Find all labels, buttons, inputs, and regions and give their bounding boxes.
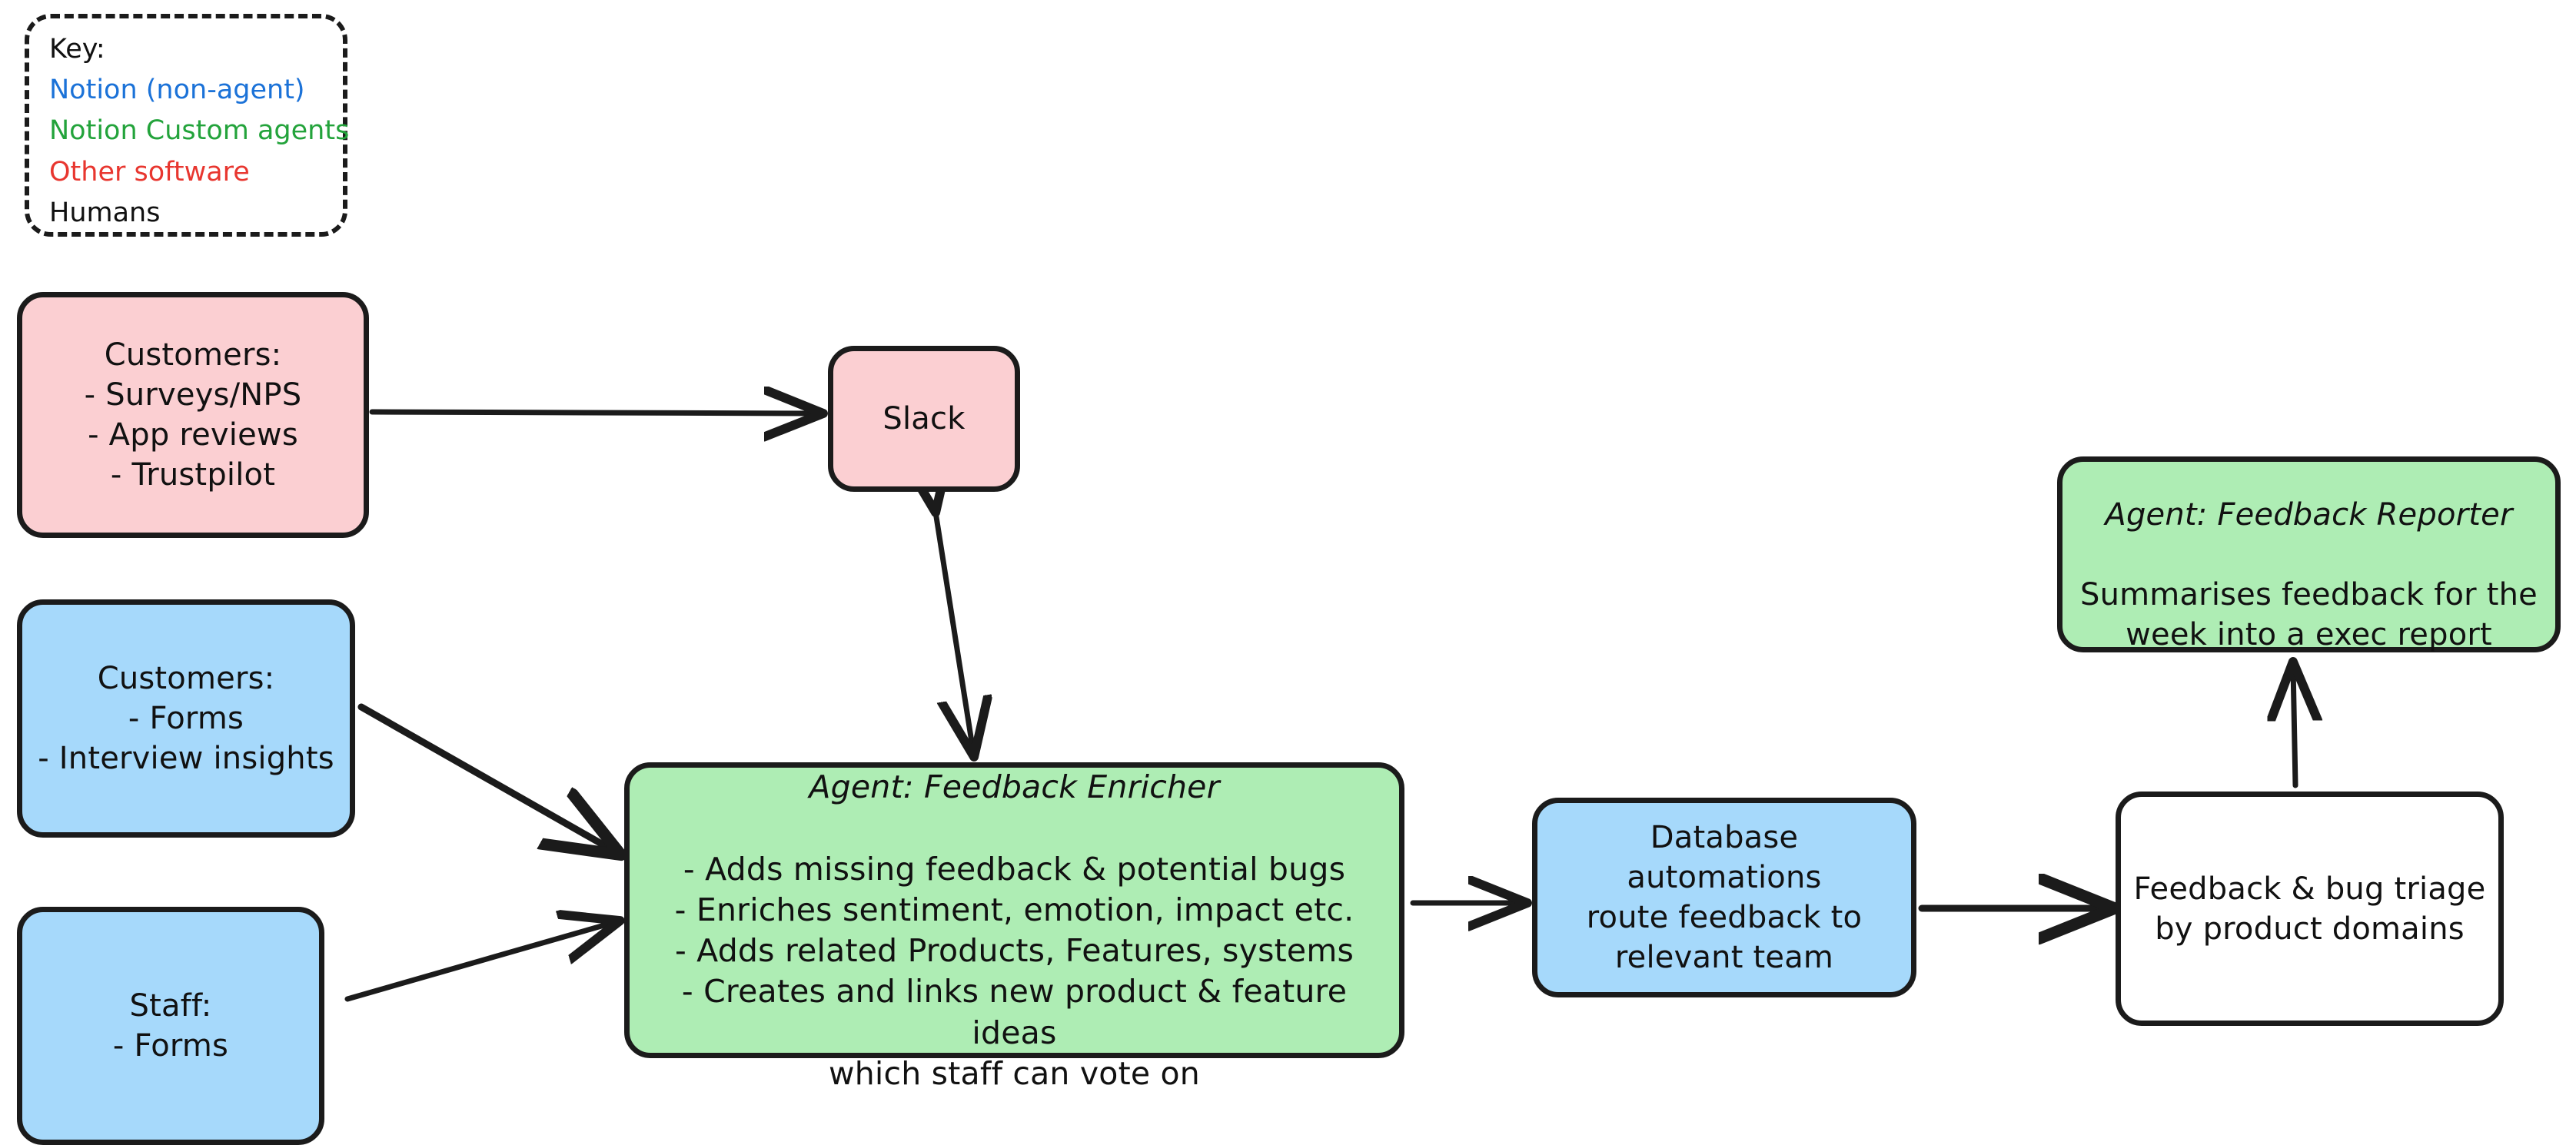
node-customers-forms-interviews[interactable]: Customers: - Forms - Interview insights (17, 599, 355, 838)
node-database-automations[interactable]: Database automations route feedback to r… (1532, 798, 1916, 997)
node-agent-feedback-enricher-title: Agent: Feedback Enricher (809, 768, 1220, 805)
node-customers-feedback-sources[interactable]: Customers: - Surveys/NPS - App reviews -… (17, 292, 369, 538)
node-feedback-bug-triage-label: Feedback & bug triage by product domains (2133, 871, 2486, 947)
node-slack-label: Slack (882, 401, 966, 436)
node-customers-feedback-sources-label: Customers: - Surveys/NPS - App reviews -… (84, 337, 302, 493)
legend-item-other-software: Other software (49, 156, 250, 188)
node-agent-feedback-reporter[interactable]: Agent: Feedback Reporter Summarises feed… (2057, 456, 2561, 652)
edge-customers-pink-to-slack (369, 412, 818, 413)
edge-slack-feedback-enricher-bidirectional (935, 507, 973, 752)
node-staff-forms-label: Staff: - Forms (112, 988, 229, 1064)
node-staff-forms[interactable]: Staff: - Forms (17, 907, 324, 1145)
legend-key-box: Key: Notion (non-agent) Notion Custom ag… (25, 14, 350, 237)
node-agent-feedback-reporter-title: Agent: Feedback Reporter (2105, 496, 2513, 533)
legend-item-notion-non-agent: Notion (non-agent) (49, 75, 305, 106)
node-agent-feedback-enricher[interactable]: Agent: Feedback Enricher - Adds missing … (624, 762, 1404, 1092)
node-slack[interactable]: Slack (828, 346, 1020, 492)
edge-triage-to-feedback-reporter (2293, 667, 2295, 788)
edge-staff-to-feedback-enricher (344, 922, 615, 1002)
node-customers-forms-interviews-label: Customers: - Forms - Interview insights (38, 661, 334, 776)
node-agent-feedback-enricher-body: Agent: Feedback Enricher - Adds missing … (640, 726, 1388, 1095)
node-agent-feedback-reporter-lines: Summarises feedback for the week into a … (2080, 576, 2538, 652)
edge-customers-blue-to-feedback-enricher (357, 703, 615, 851)
legend-item-notion-custom-agents: Notion Custom agents (49, 115, 350, 147)
node-database-automations-label: Database automations route feedback to r… (1586, 820, 1863, 975)
node-agent-feedback-reporter-body: Agent: Feedback Reporter Summarises feed… (2073, 455, 2544, 655)
node-feedback-bug-triage[interactable]: Feedback & bug triage by product domains (2116, 792, 2504, 1026)
legend-title: Key: (49, 34, 105, 65)
legend-item-humans: Humans (49, 197, 161, 228)
node-agent-feedback-enricher-lines: - Adds missing feedback & potential bugs… (674, 850, 1354, 1093)
